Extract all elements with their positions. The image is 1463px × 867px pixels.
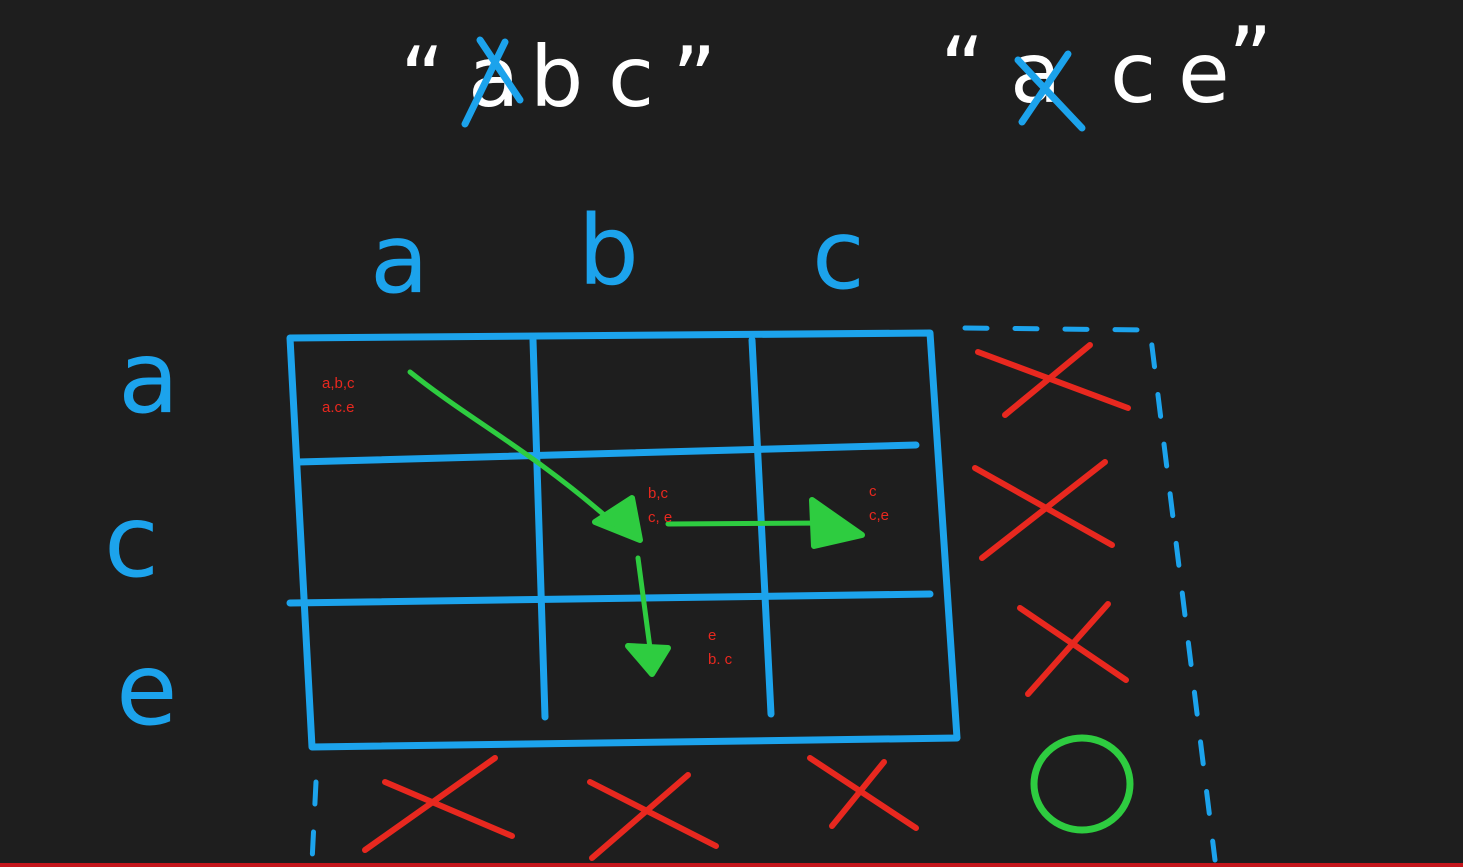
column-header-a: a (370, 203, 429, 315)
right-char-c: c (1110, 24, 1156, 122)
cell-note-line: a,b,c (322, 375, 355, 392)
right-char-e: e (1178, 24, 1230, 122)
cell-note-e-b: e b. c (708, 624, 732, 672)
down-arrow-shaft (635, 555, 653, 651)
arrowheads (592, 495, 865, 677)
right-string: “ a c e ” (940, 9, 1273, 132)
cell-note-c-c: c c,e (869, 480, 889, 528)
row-header-e: e (116, 631, 178, 748)
grid-col-divider-2 (748, 336, 775, 718)
column-header-c: c (812, 199, 865, 311)
red-x-icon (972, 459, 1115, 561)
cell-note-line: b. c (708, 651, 733, 668)
row-header-c: c (104, 483, 159, 600)
right-open-quote: “ (940, 19, 985, 119)
column-headers: a b c (370, 195, 865, 315)
dashed-guides (309, 325, 1218, 865)
left-string: “ a b c ” (400, 28, 717, 129)
red-x-icon (1017, 601, 1129, 697)
right-close-quote: ” (1228, 9, 1273, 109)
diagonal-arrowhead-icon (592, 495, 643, 543)
left-strike-icon (461, 36, 524, 128)
row-header-a: a (118, 319, 179, 436)
red-x-icon (975, 342, 1131, 418)
column-header-b: b (578, 195, 639, 307)
row-headers: a c e (104, 319, 179, 748)
dashed-guide-right (962, 325, 1218, 863)
left-char-a: a (468, 28, 519, 126)
left-close-quote: ” (672, 29, 717, 129)
left-char-b: b (530, 28, 583, 126)
cell-note-line: e (708, 627, 717, 644)
red-x-icon (362, 755, 515, 853)
video-progress-bar[interactable] (0, 863, 1463, 867)
right-arrowhead-icon (809, 497, 865, 549)
dp-grid (286, 329, 961, 751)
right-strike-icon (1014, 50, 1086, 132)
cell-note-line: c (869, 483, 877, 500)
left-char-c: c (608, 28, 654, 126)
cell-note-line: c,e (869, 507, 890, 524)
cell-note-line: c, e (648, 509, 673, 526)
red-x-icon (807, 755, 919, 831)
cell-note-c-b: b,c c, e (648, 482, 672, 530)
grid-col-divider-1 (529, 336, 549, 721)
cell-note-line: b,c (648, 485, 669, 502)
grid-row-divider-1 (294, 441, 920, 466)
green-circle-icon (1030, 734, 1134, 834)
right-arrow-shaft (665, 520, 833, 527)
dashed-guide-left (309, 779, 319, 865)
diagonal-arrow (407, 369, 613, 523)
left-open-quote: “ (400, 29, 445, 129)
cell-note-line: a.c.e (322, 399, 355, 416)
cell-note-a-a: a,b,c a.c.e (322, 372, 355, 420)
down-arrowhead-icon (625, 643, 671, 677)
right-marks (972, 342, 1131, 697)
transition-arrows (407, 369, 833, 651)
grid-outer-frame (286, 329, 961, 751)
red-x-icon (587, 772, 719, 861)
bottom-marks (362, 755, 919, 861)
grid-row-divider-2 (286, 590, 934, 607)
